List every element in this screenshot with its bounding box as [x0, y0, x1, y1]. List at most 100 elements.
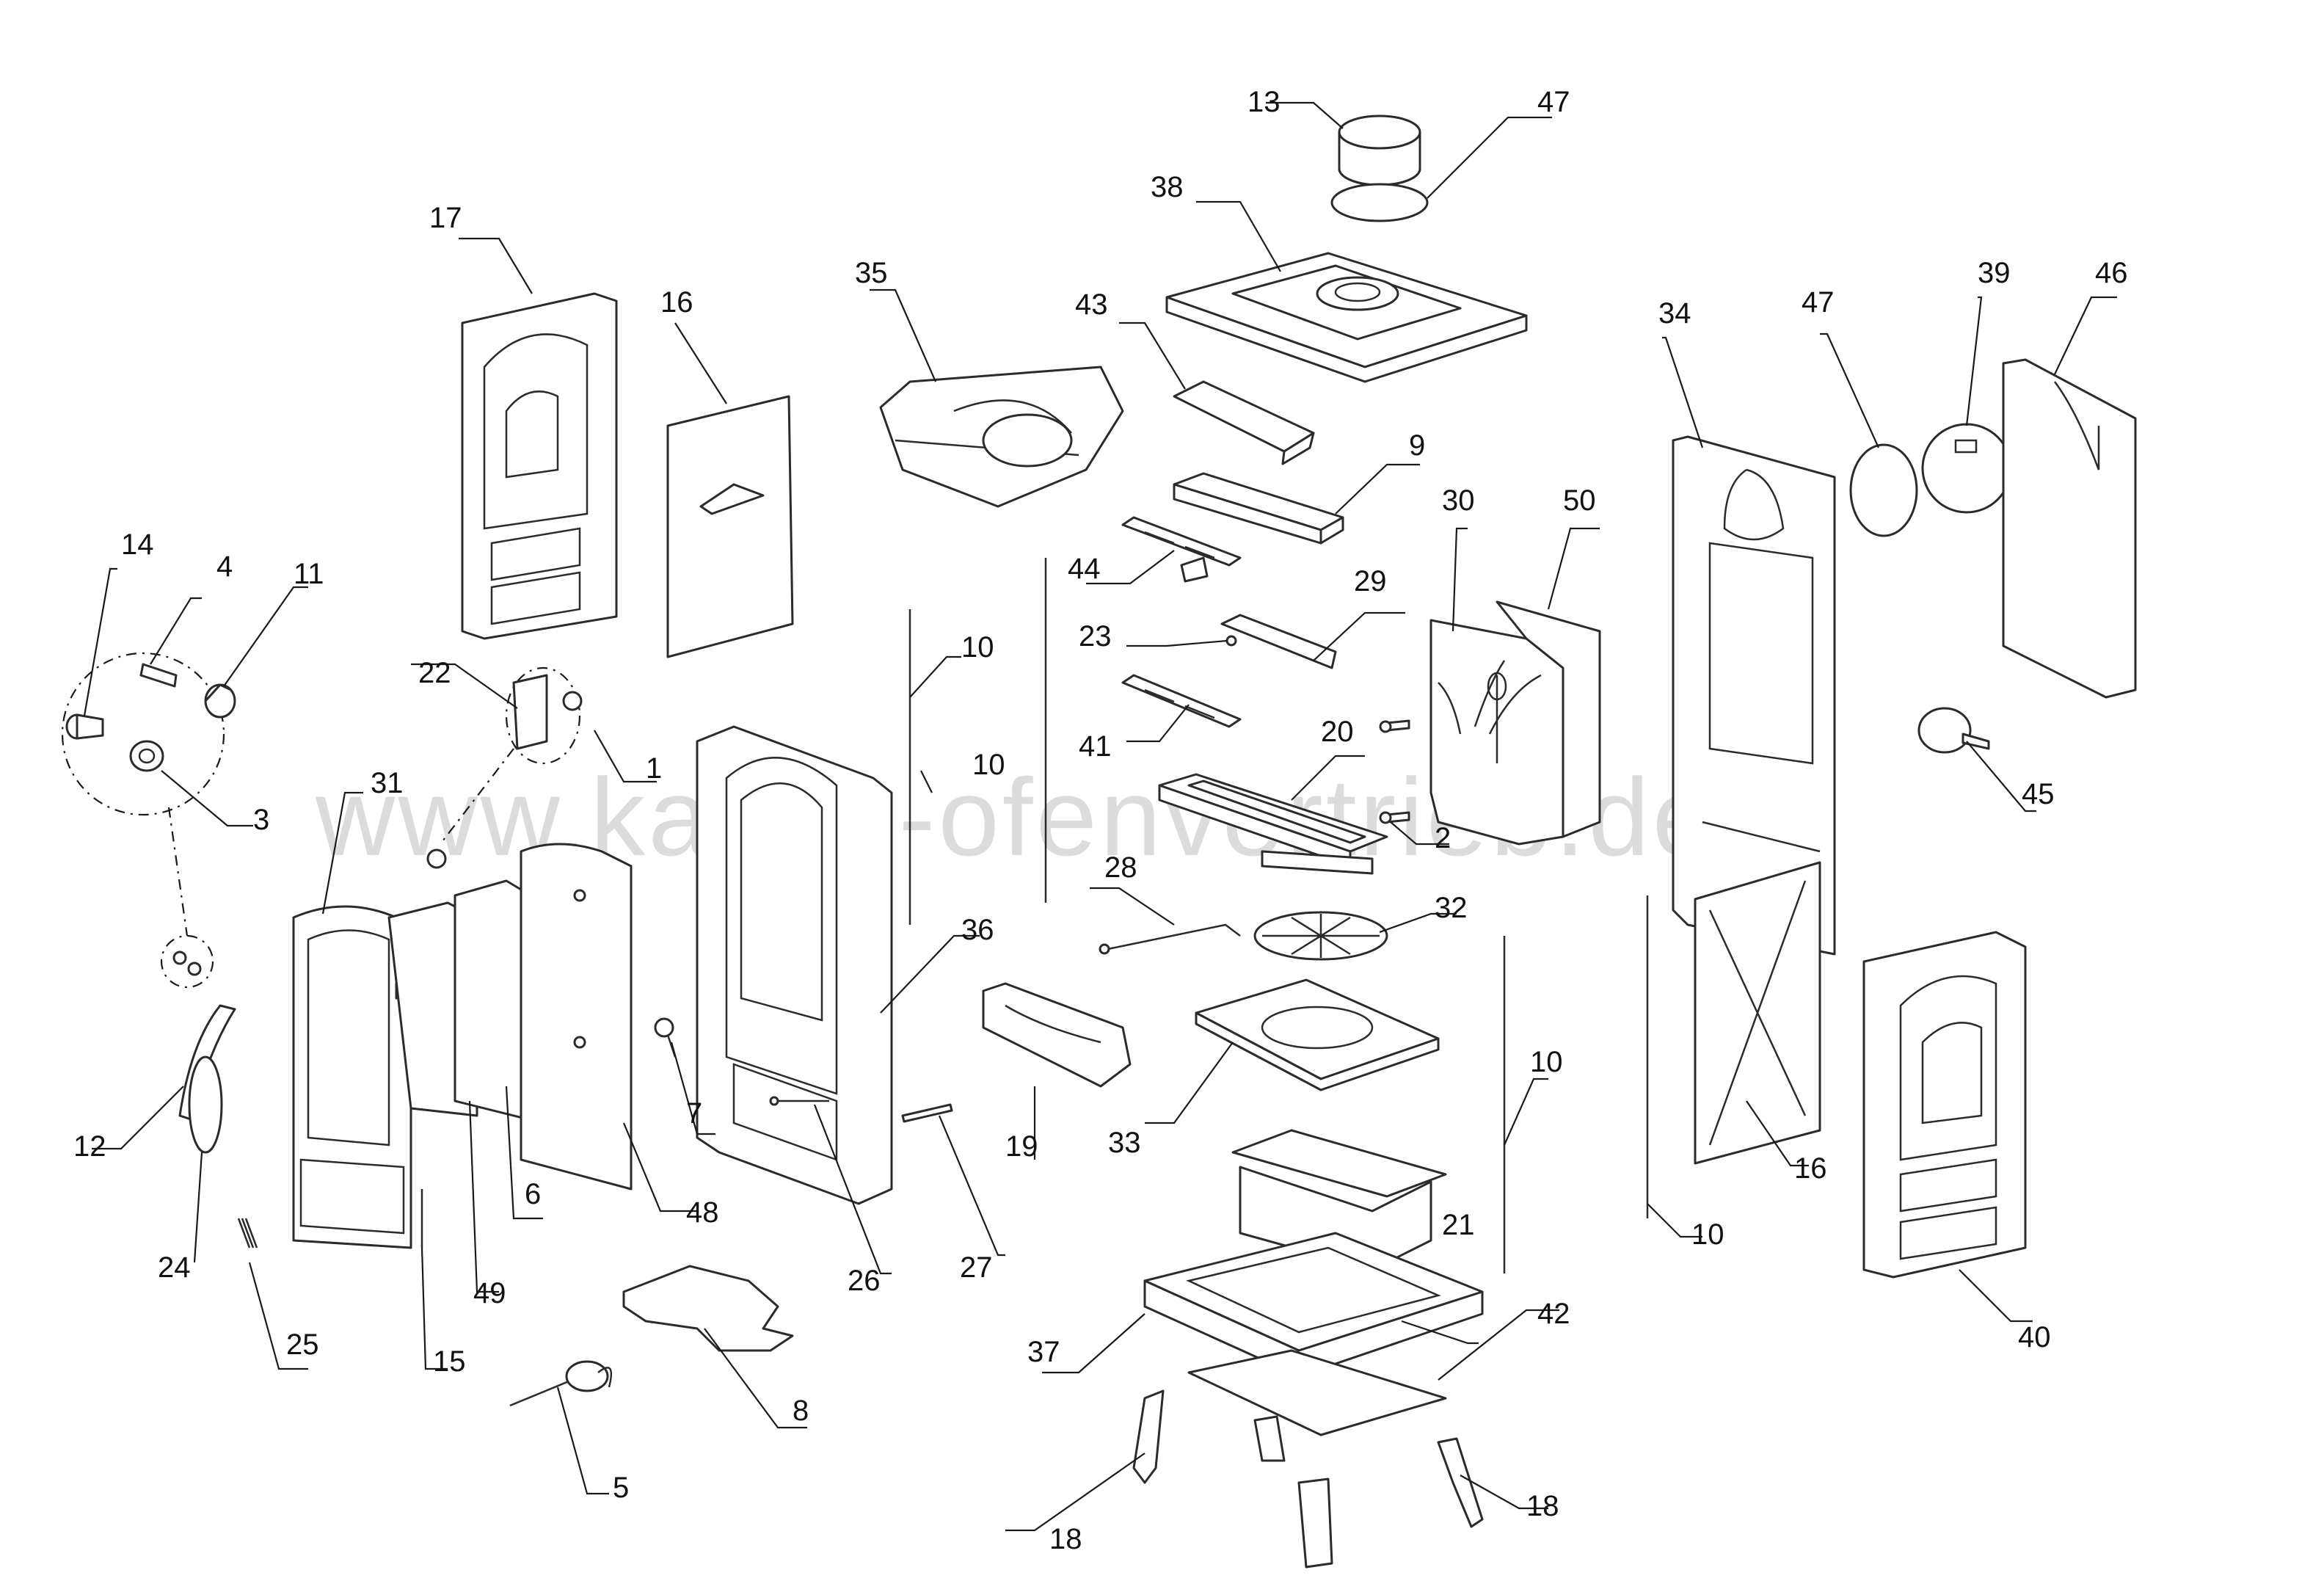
label-14: 14	[121, 528, 154, 561]
part-38-top-plate	[1165, 252, 1528, 383]
part-25-spring	[237, 1218, 258, 1248]
hinge-lower	[160, 934, 214, 989]
label-45: 45	[2022, 778, 2055, 810]
label-34: 34	[1658, 297, 1691, 330]
part-33-grate-plate	[1195, 978, 1440, 1091]
part-7-knob	[654, 1017, 677, 1058]
label-17: 17	[429, 202, 462, 234]
part-4-pin	[139, 663, 178, 688]
label-6: 6	[525, 1178, 541, 1210]
part-32-grate	[1253, 911, 1388, 961]
part-24-cover	[188, 1055, 223, 1154]
label-40: 40	[2018, 1321, 2051, 1353]
label-50: 50	[1563, 484, 1596, 517]
label-2: 2	[1435, 822, 1451, 854]
label-44: 44	[1068, 553, 1101, 585]
part-9-baffle-brick	[1173, 472, 1344, 545]
label-10-b: 10	[972, 749, 1005, 781]
label-46: 46	[2095, 257, 2128, 289]
label-18-right: 18	[1526, 1490, 1559, 1522]
part-18-leg-center	[1253, 1415, 1333, 1569]
label-32: 32	[1435, 892, 1468, 924]
label-22: 22	[418, 657, 451, 689]
label-26: 26	[848, 1265, 881, 1297]
label-41: 41	[1079, 730, 1112, 763]
part-2-screws	[1379, 719, 1410, 824]
label-7: 7	[686, 1097, 702, 1130]
part-1-latch	[426, 848, 447, 869]
part-43-bracket	[1173, 380, 1315, 465]
label-47-right: 47	[1802, 286, 1835, 319]
part-14-knob	[65, 713, 104, 740]
part-47-gasket-ring	[1330, 183, 1429, 222]
label-43: 43	[1075, 288, 1108, 321]
part-36-stove-body-front	[696, 725, 893, 1205]
part-47-gasket-right	[1849, 443, 1918, 537]
part-48-inner-plate	[520, 843, 633, 1191]
label-33: 33	[1108, 1127, 1141, 1159]
part-19-ash-lip	[982, 982, 1132, 1088]
label-11: 11	[294, 558, 324, 590]
label-10-a: 10	[961, 631, 994, 664]
label-4: 4	[216, 550, 233, 583]
part-number-labels: 13 47 38 35 43 9 44 23 41 29 20 30 50 2 …	[73, 86, 2128, 1555]
part-34-rear-panel	[1672, 435, 1836, 956]
part-13-flue-collar	[1338, 115, 1421, 186]
part-5-hook	[509, 1360, 613, 1407]
leader-lines	[83, 101, 2117, 1532]
label-8: 8	[793, 1395, 809, 1427]
label-3: 3	[253, 804, 269, 836]
part-27-spring	[901, 1103, 953, 1123]
label-21: 21	[1442, 1209, 1475, 1241]
hinge-detail-group	[61, 652, 236, 937]
label-23: 23	[1079, 620, 1112, 653]
label-13: 13	[1247, 86, 1281, 118]
label-39: 39	[1978, 257, 2011, 289]
label-18-left: 18	[1049, 1523, 1082, 1555]
part-28-linkage-rod	[1099, 923, 1241, 955]
label-12: 12	[73, 1130, 106, 1163]
part-42-base-plate	[1187, 1349, 1447, 1436]
label-38: 38	[1151, 171, 1184, 203]
part-40-right-side-panel	[1862, 931, 2027, 1279]
part-20-ash-frame	[1158, 773, 1388, 875]
label-15: 15	[433, 1345, 466, 1378]
part-44-grate-rail	[1121, 516, 1242, 583]
part-46-side-panel	[2002, 358, 2137, 699]
label-16-right: 16	[1794, 1152, 1827, 1185]
part-35-baffle-frame	[879, 366, 1124, 508]
label-24: 24	[158, 1251, 191, 1284]
label-25: 25	[286, 1329, 319, 1361]
label-47-top: 47	[1537, 86, 1570, 118]
part-22-latch-plate	[440, 666, 583, 845]
part-29-deflector-plate	[1220, 614, 1337, 669]
part-3-washer	[129, 740, 164, 772]
label-49: 49	[473, 1277, 506, 1309]
part-30-back-plate	[1429, 619, 1564, 846]
label-29: 29	[1354, 565, 1387, 597]
label-19: 19	[1005, 1130, 1038, 1163]
part-45-flap	[1917, 707, 1990, 754]
part-11-bushing	[204, 683, 236, 719]
part-16-side-liner	[666, 395, 794, 658]
part-41-grate-rail	[1121, 674, 1242, 728]
label-27: 27	[960, 1251, 993, 1284]
label-10-mid: 10	[1530, 1046, 1563, 1078]
label-9: 9	[1409, 429, 1425, 462]
part-26-small-rod	[769, 1096, 829, 1106]
part-18-leg-right	[1437, 1437, 1484, 1528]
label-42: 42	[1537, 1298, 1570, 1330]
label-1: 1	[646, 752, 662, 785]
part-37-base-frame	[1143, 1232, 1484, 1378]
label-37: 37	[1027, 1336, 1060, 1368]
part-50-insulation-panel	[1496, 600, 1601, 838]
label-36: 36	[961, 914, 994, 946]
part-23-pin	[1225, 635, 1237, 647]
part-8-hearth-plate	[622, 1265, 794, 1352]
label-28: 28	[1104, 851, 1137, 884]
part-39-cover-disc	[1921, 423, 2012, 514]
label-35: 35	[855, 257, 888, 289]
label-48: 48	[686, 1196, 719, 1229]
part-16-right-liner	[1694, 861, 1821, 1165]
